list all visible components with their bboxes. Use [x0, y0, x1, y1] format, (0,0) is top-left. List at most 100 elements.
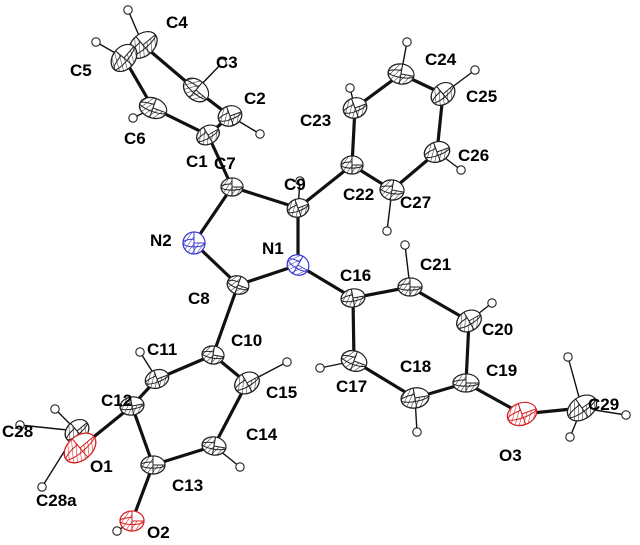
hydrogen-atom-c26	[456, 165, 466, 175]
label-o2: O2	[147, 523, 170, 542]
label-c14: C14	[246, 425, 278, 444]
atom-c15	[234, 371, 260, 395]
label-o1: O1	[90, 457, 113, 476]
atom-labels: C1C2C3C4C5C6C7C8C9C10C11C12C13C14C15C16C…	[2, 13, 619, 542]
hydrogen-atom-c20	[487, 298, 497, 308]
label-c7: C7	[214, 154, 236, 173]
label-c24: C24	[425, 50, 457, 69]
hydrogen-atom-c28	[50, 404, 60, 414]
label-c17: C17	[336, 377, 367, 396]
label-c12: C12	[101, 391, 132, 410]
hydrogen-atom-c29	[563, 352, 573, 362]
atom-o2	[119, 510, 145, 532]
label-n1: N1	[262, 239, 284, 258]
atom-c24	[387, 63, 415, 85]
hydrogen-atom-c28	[37, 482, 47, 492]
atom-c20	[456, 309, 482, 333]
atom-o3	[506, 401, 538, 427]
atom-c26	[423, 140, 451, 164]
label-c15: C15	[266, 383, 297, 402]
atom-o1	[63, 432, 97, 464]
atom-c25	[430, 82, 456, 106]
label-c19: C19	[486, 361, 517, 380]
hydrogen-atom-c27	[382, 226, 392, 236]
hydrogen-atom-c21	[400, 240, 410, 250]
atom-c11	[144, 368, 170, 390]
atom-c19	[452, 373, 480, 393]
label-c13: C13	[172, 476, 203, 495]
atom-c13	[140, 455, 166, 475]
label-n2: N2	[150, 231, 172, 250]
label-c25: C25	[466, 87, 497, 106]
hydrogen-atom-o2	[112, 526, 122, 536]
label-c3: C3	[216, 53, 238, 72]
label-c28: C28	[2, 422, 33, 441]
label-c4: C4	[166, 13, 188, 32]
hydrogen-atom-c29	[621, 410, 631, 420]
label-c5: C5	[70, 61, 92, 80]
label-c18: C18	[400, 357, 431, 376]
atom-c23	[342, 97, 368, 119]
label-o3: O3	[499, 446, 522, 465]
hydrogen-atom-c29	[565, 432, 575, 442]
hydrogen-atom-c18	[412, 427, 422, 437]
hydrogen-atom-c3	[217, 58, 227, 68]
atom-c18	[400, 387, 430, 409]
label-c22: C22	[343, 185, 374, 204]
atom-c16	[340, 288, 366, 308]
label-c6: C6	[124, 129, 146, 148]
label-c10: C10	[231, 331, 262, 350]
hydrogen-atom-c6	[128, 113, 138, 123]
atom-c27	[379, 179, 405, 201]
atom-c12	[119, 396, 145, 416]
atom-c22	[340, 155, 364, 175]
atoms	[63, 31, 598, 532]
atom-c29	[566, 394, 598, 422]
bond-c8-c10	[211, 283, 240, 357]
hydrogen-atom-c14	[235, 462, 245, 472]
atom-c7	[220, 177, 244, 197]
label-c26: C26	[458, 146, 489, 165]
bond-c9-c22	[296, 163, 354, 210]
atom-n1	[286, 254, 310, 276]
label-c2: C2	[244, 89, 266, 108]
label-c1: C1	[186, 152, 208, 171]
atom-n2	[182, 231, 206, 255]
hydrogen-atom-c24	[402, 37, 412, 47]
hydrogen-atom-c17	[315, 363, 325, 373]
label-c16: C16	[340, 266, 371, 285]
label-c29: C29	[588, 395, 619, 414]
hydrogen-atom-c23	[345, 83, 355, 93]
atom-c1	[196, 124, 220, 146]
label-c23: C23	[300, 111, 331, 130]
hydrogen-atom-c11	[135, 347, 145, 357]
hydrogen-bonds	[19, 9, 627, 532]
label-c28a: C28a	[36, 491, 77, 510]
hydrogen-atom-c28	[15, 420, 25, 430]
atom-c2	[217, 105, 243, 127]
atom-c9	[286, 198, 310, 218]
atom-c8	[226, 275, 250, 295]
label-c20: C20	[482, 320, 513, 339]
hydrogen-atom-c15	[282, 357, 292, 367]
hydrogen-atom-c9	[295, 176, 305, 186]
hydrogen-atom-c5	[91, 37, 101, 47]
hydrogen-atom-c2	[255, 129, 265, 139]
label-c11: C11	[147, 340, 177, 359]
bond-c7-c9	[230, 185, 300, 210]
atom-c21	[397, 277, 423, 297]
atom-c17	[340, 349, 368, 373]
hydrogen-atom-c25	[470, 65, 480, 75]
hydrogen-atoms	[15, 5, 631, 536]
atom-c10	[201, 345, 225, 365]
bond-c12-c13	[130, 404, 155, 467]
label-c9: C9	[284, 175, 306, 194]
label-c27: C27	[400, 193, 431, 212]
label-c8: C8	[188, 289, 210, 308]
label-c21: C21	[420, 255, 451, 274]
hydrogen-atom-c4	[123, 5, 133, 15]
atom-c6	[138, 96, 168, 120]
atom-c3	[182, 77, 210, 103]
